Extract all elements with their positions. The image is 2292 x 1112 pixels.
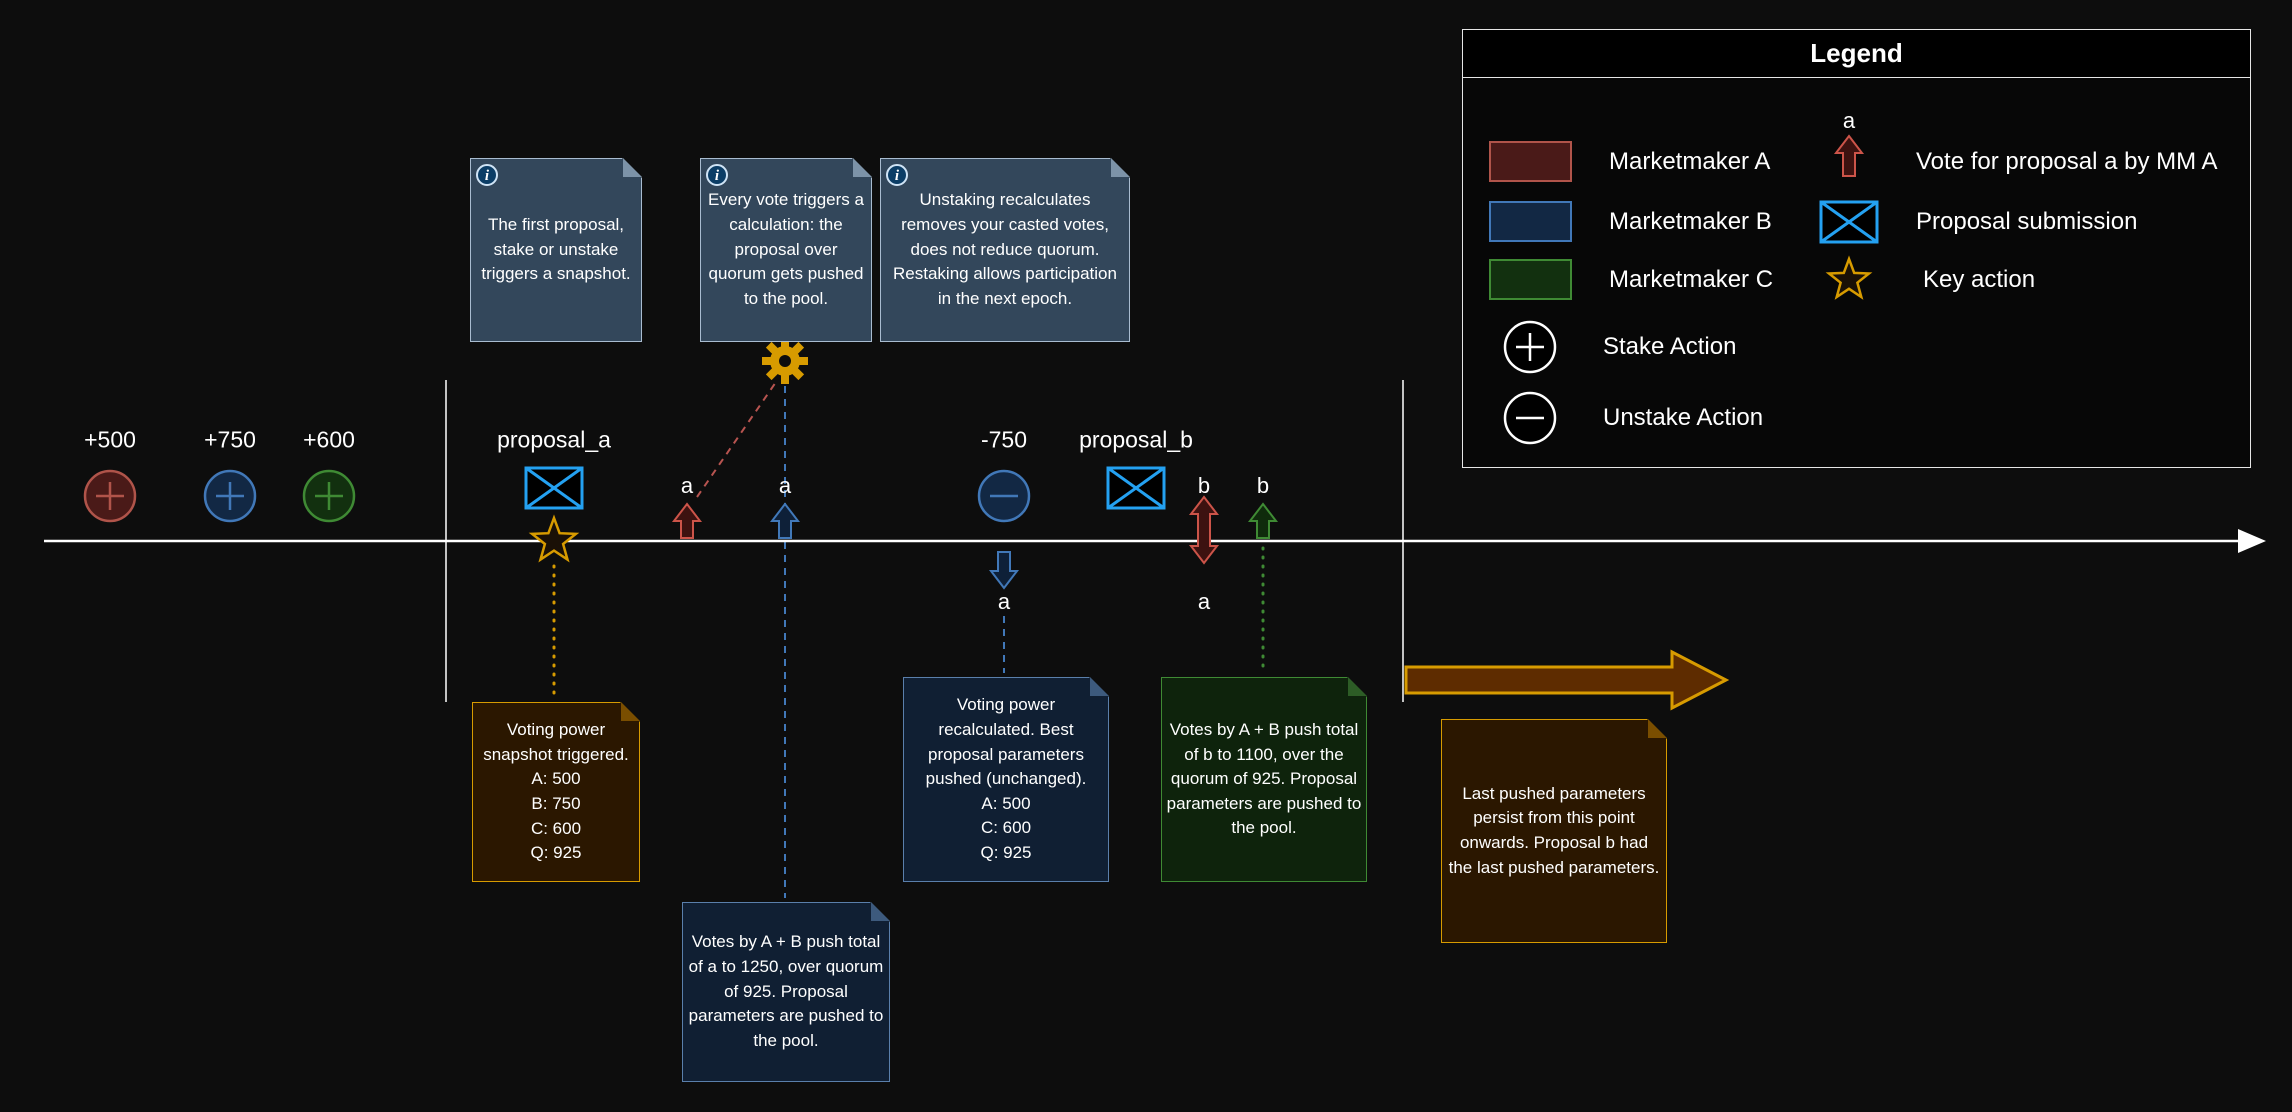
info-icon: i	[476, 164, 498, 186]
legend-envelope-icon	[1819, 200, 1879, 244]
stake-amount-c: +600	[303, 426, 355, 453]
legend-panel: Legend Marketmaker A Marketmaker B Marke…	[1462, 29, 2251, 468]
vote-removed-arrow-a-mmb	[988, 551, 1020, 590]
vote-letter-b-mmc: b	[1256, 473, 1270, 498]
legend-label-unstake: Unstake Action	[1603, 404, 1764, 431]
note-push-a-text: Votes by A + B push total of a to 1250, …	[688, 932, 884, 1050]
proposal-b-envelope-icon	[1106, 466, 1166, 510]
stake-amount-b: +750	[204, 426, 256, 453]
legend-swatch-mmb	[1489, 201, 1572, 242]
vote-letter-a-removed: a	[997, 589, 1011, 614]
timeline-arrowhead-icon	[2238, 529, 2266, 553]
legend-label-mmb: Marketmaker B	[1609, 208, 1772, 235]
note-push-b-text: Votes by A + B push total of b to 1100, …	[1166, 719, 1362, 838]
note-recalculated: Voting power recalculated. Best proposal…	[903, 677, 1109, 882]
connector-vote-calc-red-dashed	[696, 381, 777, 498]
legend-label-mma: Marketmaker A	[1609, 148, 1771, 175]
legend-label-key-action: Key action	[1923, 266, 2036, 293]
legend-star-icon	[1825, 255, 1873, 300]
note-push-a: Votes by A + B push total of a to 1250, …	[682, 902, 890, 1082]
note-every-vote: i Every vote triggers a calculation: the…	[700, 158, 872, 342]
gear-icon	[762, 338, 808, 384]
vote-arrow-a-by-mmb	[769, 502, 801, 539]
stake-amount-a: +500	[84, 426, 136, 453]
stake-action-a-icon	[83, 469, 137, 523]
vote-letter-a-switched: a	[1197, 589, 1211, 614]
legend-vote-arrow-letter: a	[1842, 108, 1856, 133]
note-first-proposal: i The first proposal, stake or unstake t…	[470, 158, 642, 342]
legend-unstake-icon	[1503, 391, 1557, 445]
note-every-vote-text: Every vote triggers a calculation: the p…	[708, 190, 864, 308]
unstake-action-b-icon	[977, 469, 1031, 523]
legend-vote-arrow-icon	[1833, 134, 1865, 177]
vote-letter-a-mma: a	[680, 473, 694, 498]
note-recalculated-text: Voting power recalculated. Best proposal…	[925, 695, 1087, 863]
note-unstaking: i Unstaking recalculates removes your ca…	[880, 158, 1130, 342]
unstake-amount-b: -750	[980, 426, 1028, 453]
vote-letter-b-mma: b	[1197, 473, 1211, 498]
legend-label-proposal: Proposal submission	[1916, 208, 2138, 235]
info-icon: i	[706, 164, 728, 186]
note-snapshot: Voting power snapshot triggered. A: 500 …	[472, 702, 640, 882]
vote-letter-a-mmb: a	[778, 473, 792, 498]
proposal-a-label: proposal_a	[497, 426, 611, 453]
continuation-arrow	[1404, 649, 1730, 711]
stake-action-c-icon	[302, 469, 356, 523]
info-icon: i	[886, 164, 908, 186]
note-first-proposal-text: The first proposal, stake or unstake tri…	[481, 215, 631, 284]
stake-action-b-icon	[203, 469, 257, 523]
note-push-b: Votes by A + B push total of b to 1100, …	[1161, 677, 1367, 882]
legend-swatch-mmc	[1489, 259, 1572, 300]
vote-switch-arrow-mma	[1188, 495, 1220, 565]
legend-label-mmc: Marketmaker C	[1609, 266, 1774, 293]
legend-title: Legend	[1463, 30, 2250, 78]
proposal-b-label: proposal_b	[1079, 426, 1193, 453]
key-action-star-icon	[528, 514, 580, 563]
proposal-a-envelope-icon	[524, 466, 584, 510]
legend-swatch-mma	[1489, 141, 1572, 182]
note-unstaking-text: Unstaking recalculates removes your cast…	[893, 190, 1117, 308]
legend-label-vote: Vote for proposal a by MM A	[1916, 148, 2218, 175]
legend-label-stake: Stake Action	[1603, 333, 1737, 360]
note-persist-text: Last pushed parameters persist from this…	[1448, 783, 1660, 877]
legend-icons-layer	[1503, 134, 1879, 445]
note-snapshot-text: Voting power snapshot triggered. A: 500 …	[483, 720, 629, 863]
vote-arrow-b-by-mmc	[1247, 502, 1279, 539]
legend-stake-icon	[1503, 320, 1557, 374]
vote-arrow-a-by-mma	[671, 502, 703, 539]
note-persist: Last pushed parameters persist from this…	[1441, 719, 1667, 943]
